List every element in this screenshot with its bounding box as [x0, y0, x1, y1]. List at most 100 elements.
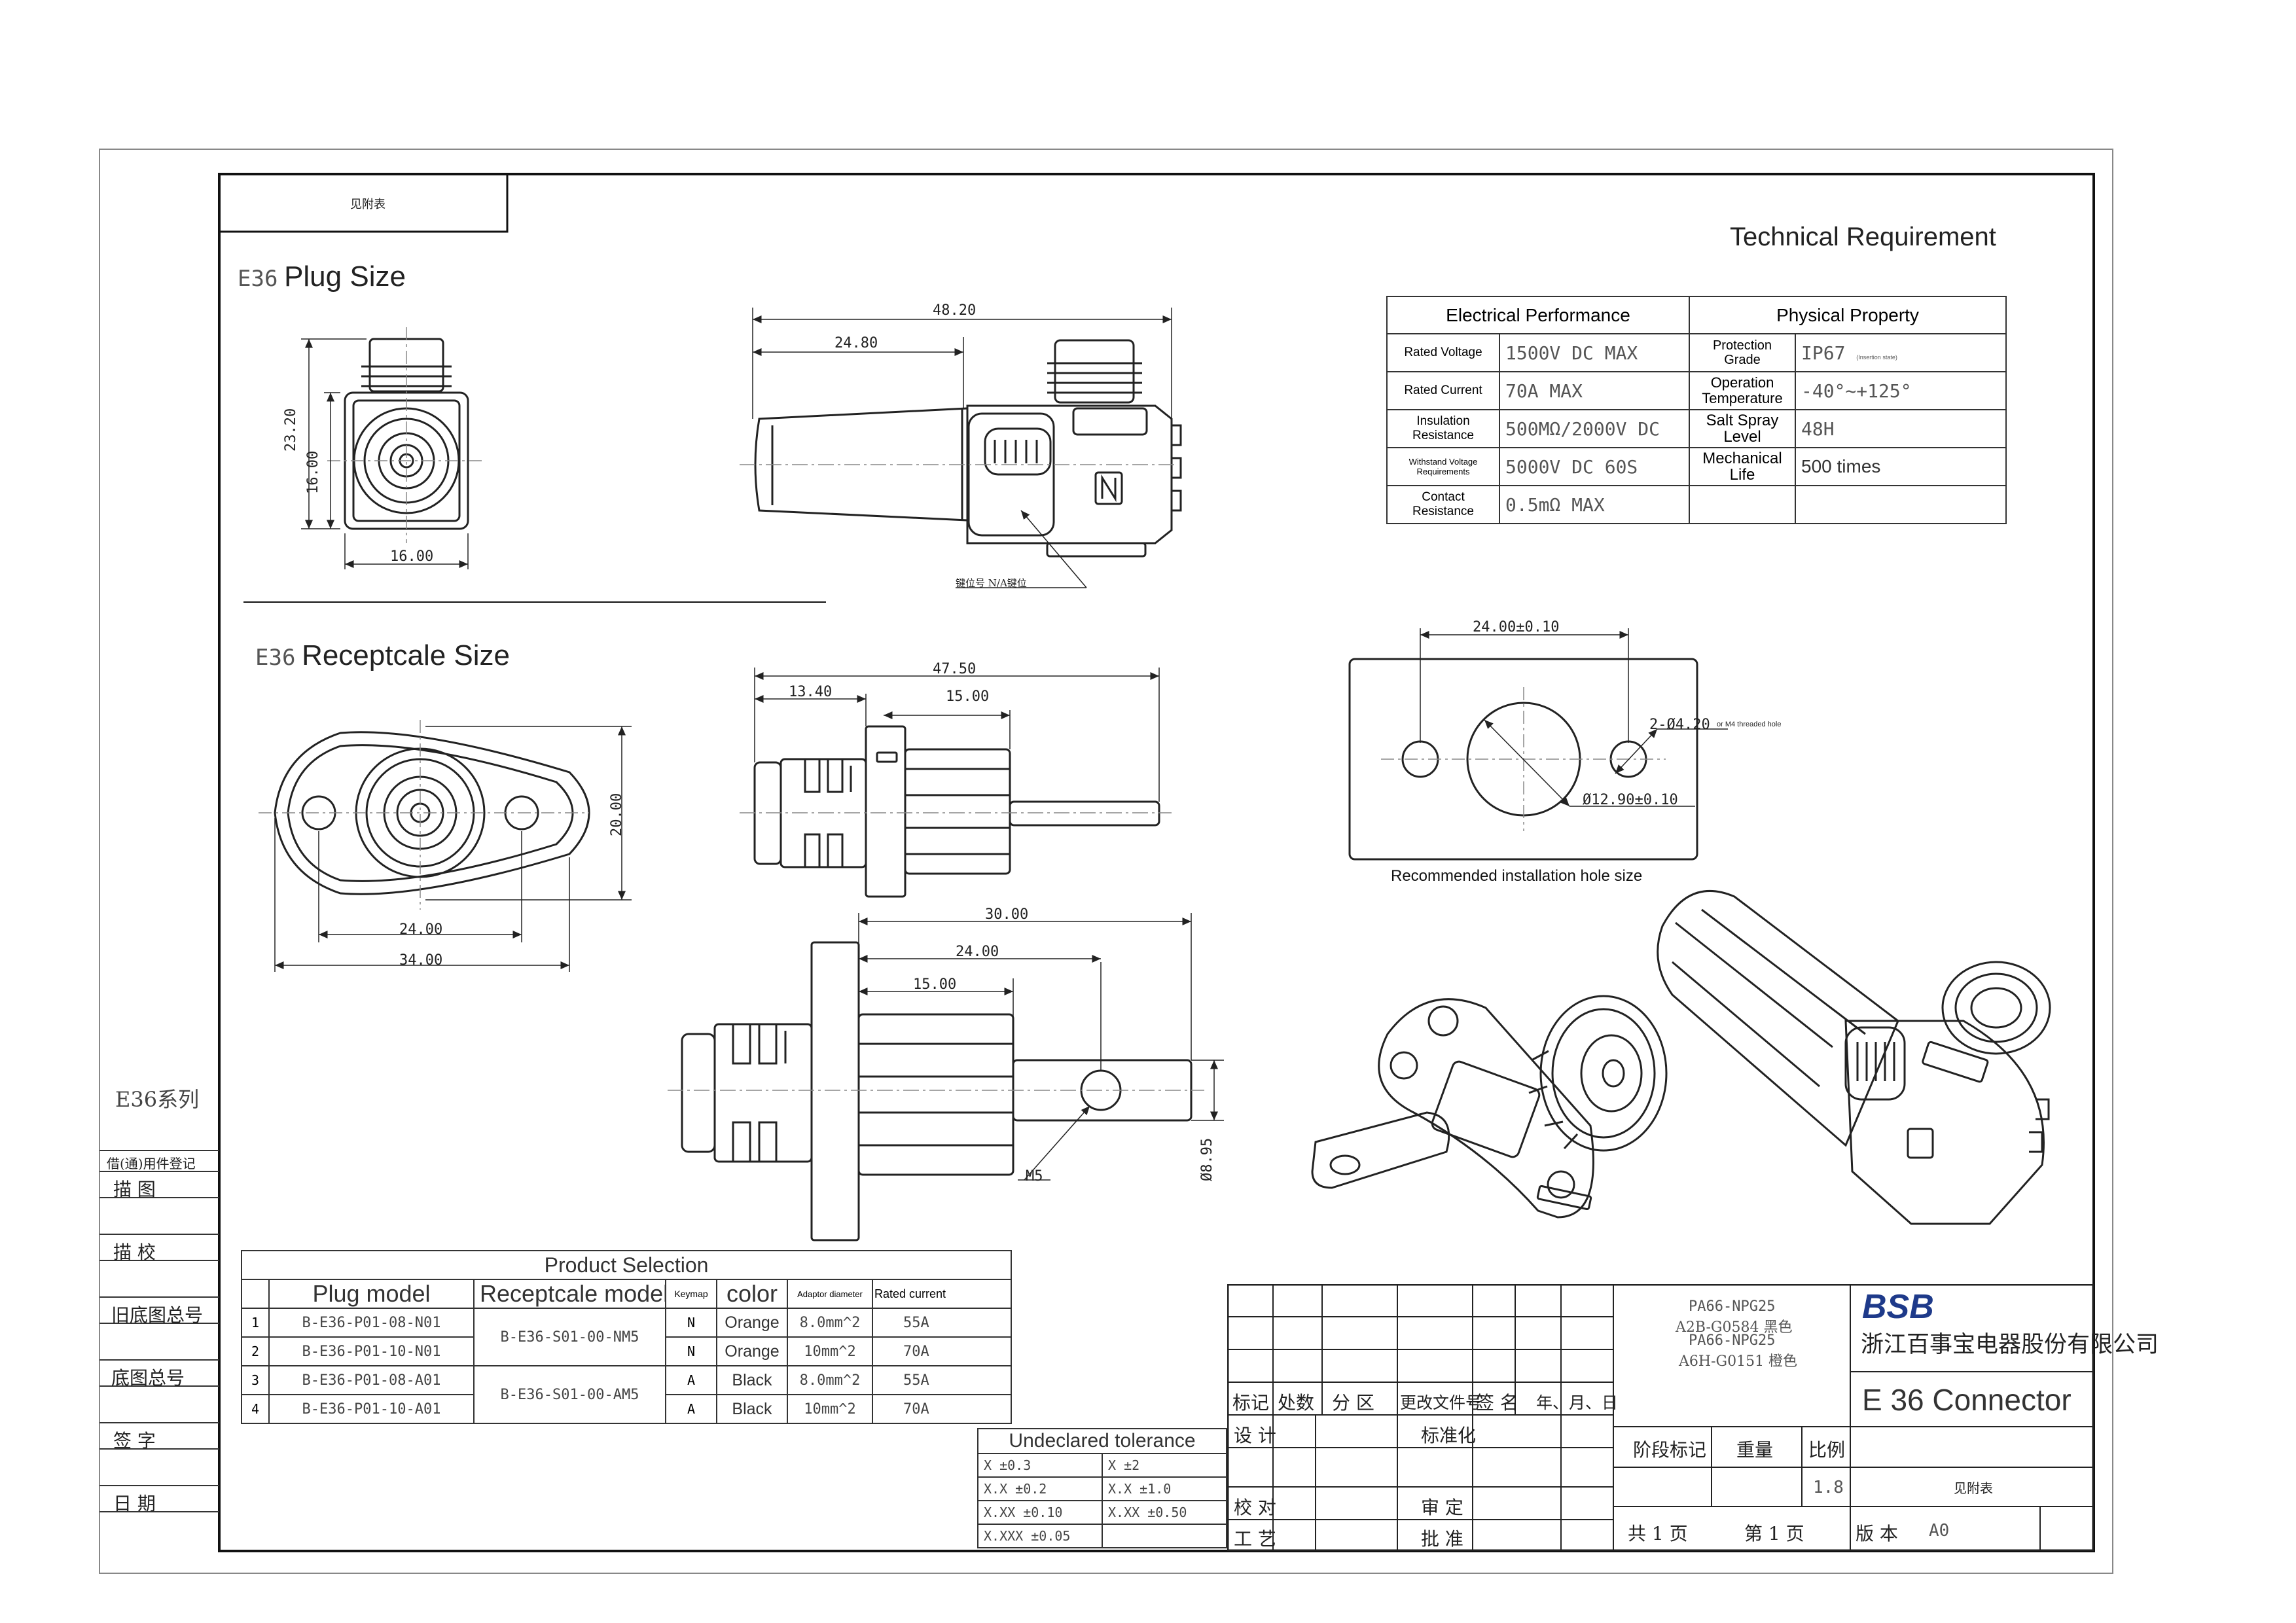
dim-rec-15-00-a: 15.00: [946, 688, 990, 705]
strip-label: 日 期: [113, 1493, 156, 1514]
tolerance-cell: X.XX ±0.50: [1102, 1500, 1227, 1525]
tech-header-electrical: Electrical Performance: [1386, 296, 1690, 334]
dim-plug-16-00-h: 16.00: [390, 548, 434, 565]
tech-value: IP67: [1801, 342, 1846, 364]
tech-key: Salt Spray Level: [1689, 409, 1796, 448]
receptacle-size-title: E36 Receptcale Size: [255, 639, 510, 672]
iso-receptacle: [1311, 995, 1668, 1219]
product-selection-table: Product Selection Plug model Receptcale …: [240, 1250, 1013, 1424]
scale-label: 比例: [1808, 1439, 1846, 1461]
ps-keymap: N: [665, 1336, 717, 1366]
weight-label: 重量: [1736, 1439, 1774, 1461]
version-value: A0: [1929, 1521, 1950, 1541]
approve-label: 批 准: [1421, 1528, 1463, 1550]
ps-header-adaptor: Adaptor diameter: [787, 1279, 873, 1309]
tolerance-cell: X.XX ±0.10: [977, 1500, 1103, 1525]
keyway-note: 键位号 N/A键位: [956, 577, 1027, 589]
ps-row-number: 3: [241, 1365, 270, 1395]
tech-value: 0.5mΩ MAX: [1499, 485, 1690, 524]
dim-rec-24-00-b: 24.00: [956, 944, 999, 960]
ps-header-plug: Plug model: [268, 1279, 475, 1309]
tolerance-cell: X.XXX ±0.05: [977, 1524, 1103, 1548]
ps-adaptor: 10mm^2: [787, 1336, 873, 1366]
company-name: 浙江百事宝电器股份有限公司: [1861, 1332, 2159, 1358]
ps-current: 70A: [871, 1336, 1013, 1366]
dim-rec-30-00: 30.00: [985, 906, 1029, 923]
ps-header-keymap: Keymap: [665, 1279, 717, 1309]
dim-rec-34-00: 34.00: [399, 952, 443, 969]
receptacle-side-view: [740, 725, 1172, 898]
dim-rec-20-00: 20.00: [609, 793, 625, 836]
dim-plug-16-00-v: 16.00: [305, 450, 321, 494]
strip-label: 描 图: [113, 1179, 156, 1200]
plug-side-dims: [752, 308, 1172, 588]
tech-title: Technical Requirement: [1730, 223, 1996, 251]
tech-key: Protection Grade: [1689, 333, 1796, 372]
dim-plug-24-80: 24.80: [834, 335, 878, 351]
ps-keymap: A: [665, 1394, 717, 1424]
plug-title-label: Plug Size: [284, 260, 406, 293]
receptacle-title-label: Receptcale Size: [302, 639, 511, 671]
tech-key: Operation Temperature: [1689, 371, 1796, 410]
dim-m5: M5: [1026, 1168, 1043, 1185]
install-hole-dims: [1420, 628, 1728, 807]
review-label: 审 定: [1421, 1497, 1463, 1518]
plug-front-view: [327, 327, 486, 543]
ps-empty-cell: [241, 1279, 270, 1309]
tech-table: Electrical Performance Physical Property…: [1386, 296, 2007, 524]
stage-label: 阶段标记: [1633, 1439, 1707, 1461]
strip-label: 描 校: [113, 1241, 156, 1263]
material-line: PA66-NPG25: [1689, 1298, 1776, 1315]
ps-receptacle-model: B-E36-S01-00-NM5: [473, 1308, 666, 1366]
product-selection-title: Product Selection: [240, 1250, 1013, 1280]
version-label: 版 本: [1856, 1523, 1898, 1544]
ps-header-receptacle: Receptcale model: [473, 1279, 666, 1309]
receptacle-lower-dims: [858, 913, 1224, 1181]
ps-row-number: 4: [241, 1394, 270, 1424]
ps-plug-model: B-E36-P01-08-N01: [268, 1308, 475, 1338]
strip-label: 借(通)用件登记: [107, 1156, 196, 1171]
check-label: 校 对: [1234, 1497, 1276, 1518]
tolerance-title: Undeclared tolerance: [977, 1428, 1227, 1454]
rev-header: 更改文件号: [1400, 1393, 1482, 1412]
series-label: E36系列: [115, 1087, 200, 1112]
ps-plug-model: B-E36-P01-10-A01: [268, 1394, 475, 1424]
plug-title-prefix: E36: [238, 266, 278, 292]
tech-value-note: (Insertion state): [1856, 353, 1897, 361]
receptacle-side-dims: [754, 668, 1160, 802]
plug-size-title: E36 Plug Size: [238, 260, 406, 293]
dim-rec-24-00: 24.00: [399, 921, 443, 938]
dim-rec-47-50: 47.50: [933, 661, 977, 677]
receptacle-lower-view: [668, 941, 1204, 1241]
standard-label: 标准化: [1421, 1425, 1477, 1446]
tech-value: 500MΩ/2000V DC: [1499, 409, 1690, 448]
tolerance-cell: X.X ±0.2: [977, 1476, 1103, 1501]
header-box: [218, 173, 509, 233]
bsb-logo: BSB: [1862, 1288, 1934, 1326]
hole-caption: Recommended installation hole size: [1391, 867, 1643, 885]
dim-hole-spacing: 24.00±0.10: [1473, 619, 1560, 635]
plug-front-dims: [301, 338, 469, 569]
ps-header-current: Rated current: [871, 1279, 1013, 1309]
strip-label: 签 字: [113, 1430, 156, 1452]
design-label: 设 计: [1234, 1425, 1276, 1446]
rev-header: 分 区: [1332, 1392, 1374, 1414]
ps-keymap: N: [665, 1308, 717, 1338]
title-block: PA66-NPG25 A2B-G0584 黑色 PA66-NPG25 A6H-G…: [1227, 1284, 2159, 1551]
dim-rec-13-40: 13.40: [789, 684, 833, 700]
rev-header: 处数: [1278, 1392, 1315, 1414]
iso-plug: [1657, 889, 2051, 1225]
ps-receptacle-model: B-E36-S01-00-AM5: [473, 1365, 666, 1424]
ps-current: 70A: [871, 1394, 1013, 1424]
ps-color: Orange: [716, 1336, 788, 1366]
ps-row-number: 1: [241, 1308, 270, 1338]
ps-adaptor: 8.0mm^2: [787, 1308, 873, 1338]
scale-value: 1.8: [1813, 1478, 1844, 1497]
attached-label: 见附表: [1954, 1480, 1993, 1496]
dim-plug-48-20: 48.20: [933, 302, 977, 319]
rev-header: 标记: [1232, 1392, 1270, 1414]
tech-value: 48H: [1795, 409, 2007, 448]
tech-key: Withstand Voltage Requirements: [1386, 447, 1500, 486]
tech-value: -40°~+125°: [1795, 371, 2007, 410]
